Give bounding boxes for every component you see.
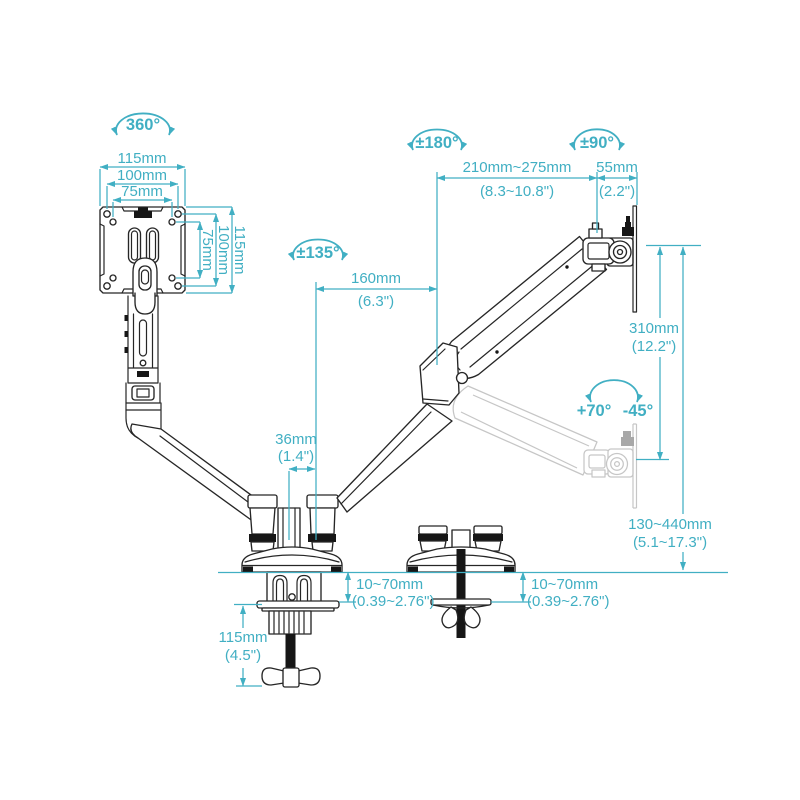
dim-vesa-width-inner: 75mm bbox=[121, 183, 163, 200]
grommet-mount-base bbox=[406, 525, 516, 638]
dim-clamp-thickness-in: (0.39~2.76") bbox=[352, 593, 434, 610]
dim-vesa-height-outer: 115mm bbox=[231, 226, 248, 275]
dim-upper-arm-mm: 210mm~275mm bbox=[463, 159, 572, 176]
rotation-arc-90 bbox=[568, 128, 626, 151]
clamp-knob-wing-left bbox=[261, 667, 285, 686]
right-lower-arm bbox=[336, 403, 453, 513]
dim-lower-arm-in: (6.3") bbox=[358, 293, 394, 310]
dim-height-range-in: (5.1~17.3") bbox=[633, 534, 707, 551]
desk-clamp-base bbox=[241, 494, 343, 573]
clamp-screw-rod bbox=[285, 634, 296, 671]
dim-grommet-thickness-in: (0.39~2.76") bbox=[527, 593, 609, 610]
vesa-plate-front-view bbox=[99, 206, 186, 315]
c-clamp-assembly bbox=[256, 571, 340, 688]
vesa-release-tab bbox=[134, 207, 152, 218]
dim-clamp-thickness-mm: 10~70mm bbox=[356, 576, 423, 593]
toggle-wing-left bbox=[441, 606, 459, 629]
label-tilt-down: -45° bbox=[623, 402, 653, 420]
label-rotation-360: 360° bbox=[126, 116, 160, 134]
clamp-knob-hub bbox=[282, 667, 300, 688]
rotation-arc-135 bbox=[287, 238, 349, 261]
plate-lock-tab bbox=[622, 222, 634, 236]
left-arm-joint bbox=[131, 385, 155, 401]
dim-pole-width-in: (1.4") bbox=[278, 448, 314, 465]
dim-head-offset-mm: 55mm bbox=[596, 159, 638, 176]
vesa-slot-left bbox=[127, 227, 142, 264]
label-rotation-90: ±90° bbox=[580, 134, 614, 152]
rotation-arc-360 bbox=[110, 112, 176, 136]
clamp-pad bbox=[268, 610, 312, 635]
rotation-arc-180 bbox=[406, 128, 468, 151]
dim-height-range-mm: 130~440mm bbox=[628, 516, 712, 533]
dim-head-offset-in: (2.2") bbox=[599, 183, 635, 200]
label-rotation-180: ±180° bbox=[415, 134, 458, 152]
monitor-plate-side bbox=[632, 205, 638, 313]
tilt-arc bbox=[584, 379, 644, 403]
monitor-head-joint bbox=[582, 205, 638, 313]
left-lower-arm bbox=[130, 423, 263, 523]
grommet-plate bbox=[430, 598, 492, 606]
dim-vesa-height-inner: 75mm bbox=[199, 229, 216, 271]
dimension-annotations: 115mm 100mm 75mm 75mm 100mm 115mm 160mm … bbox=[99, 150, 712, 687]
dim-lower-arm-mm: 160mm bbox=[351, 270, 401, 287]
dim-upper-arm-in: (8.3~10.8") bbox=[480, 183, 554, 200]
dim-vesa-width-mid: 100mm bbox=[117, 167, 167, 184]
left-arm-assembly bbox=[124, 295, 263, 523]
toggle-wing-right bbox=[463, 606, 481, 629]
grommet-bolt bbox=[456, 549, 466, 638]
dim-vesa-width-outer: 115mm bbox=[118, 150, 167, 167]
dim-lift-travel-mm: 310mm bbox=[629, 320, 679, 337]
ghost-monitor-plate bbox=[632, 423, 638, 509]
left-arm-column bbox=[127, 295, 159, 384]
right-arm-assembly bbox=[336, 235, 608, 513]
vesa-plate-outline bbox=[99, 206, 186, 294]
rotation-annotations: 360° ±135° ±180° ±90° +70° -45° bbox=[110, 112, 653, 420]
ghost-arm-lowered-position bbox=[452, 385, 638, 509]
label-tilt-up: +70° bbox=[577, 402, 612, 420]
dim-clamp-screw-in: (4.5") bbox=[225, 647, 261, 664]
dim-pole-width-mm: 36mm bbox=[275, 431, 317, 448]
clamp-knob-wing-right bbox=[297, 667, 321, 686]
clamp-arm-plate bbox=[256, 600, 340, 609]
dim-grommet-thickness-mm: 10~70mm bbox=[531, 576, 598, 593]
dim-clamp-screw-mm: 115mm bbox=[219, 629, 268, 646]
dim-vesa-height-mid: 100mm bbox=[215, 225, 232, 275]
dim-lift-travel-in: (12.2") bbox=[632, 338, 677, 355]
elbow-joint bbox=[419, 342, 460, 406]
label-rotation-135: ±135° bbox=[296, 244, 339, 262]
